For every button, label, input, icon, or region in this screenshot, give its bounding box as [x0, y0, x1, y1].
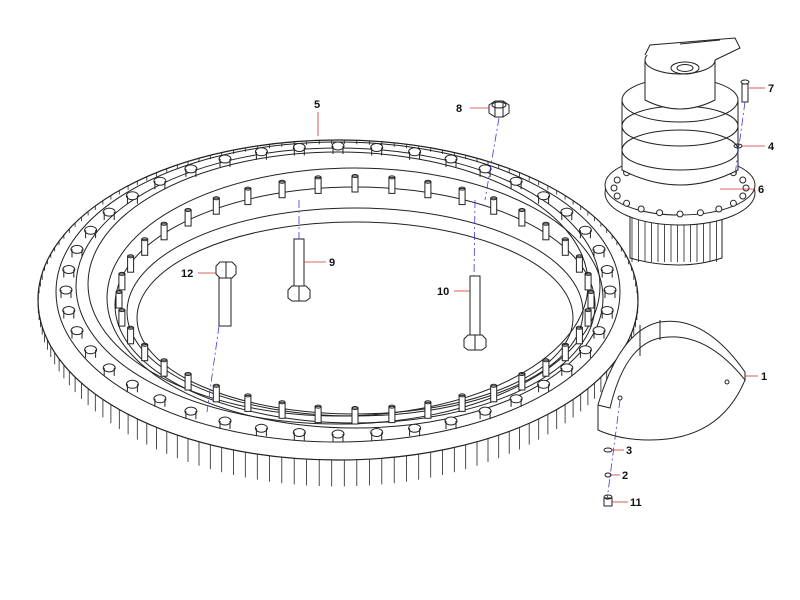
svg-text:8: 8	[456, 103, 462, 115]
callout-12: 12	[181, 268, 216, 280]
callout-8: 8	[456, 103, 489, 115]
svg-text:4: 4	[768, 141, 775, 153]
screw-11	[603, 494, 613, 507]
svg-text:2: 2	[622, 470, 628, 482]
callout-3: 3	[612, 445, 632, 457]
callout-5: 5	[314, 99, 320, 136]
nut	[488, 100, 510, 118]
stud-bolt-9	[287, 238, 311, 302]
svg-text:11: 11	[630, 497, 642, 509]
svg-text:6: 6	[758, 184, 764, 196]
washer-3	[603, 447, 613, 453]
svg-text:9: 9	[329, 257, 335, 269]
guard-plate	[597, 320, 746, 441]
callouts: 5 8 9 10 12 6 7 4	[181, 83, 775, 509]
svg-text:1: 1	[761, 371, 767, 383]
svg-text:3: 3	[626, 445, 632, 457]
callout-9: 9	[304, 257, 335, 269]
svg-text:10: 10	[437, 286, 449, 298]
callout-10: 10	[437, 286, 470, 298]
screw-7	[740, 79, 750, 103]
callout-1: 1	[745, 371, 767, 383]
callout-7: 7	[749, 83, 774, 95]
callout-6: 6	[720, 184, 764, 196]
svg-text:12: 12	[181, 268, 193, 280]
swing-drive	[604, 37, 756, 266]
stud-bolt-12	[215, 261, 237, 327]
callout-2: 2	[611, 470, 628, 482]
stud-bolt-10	[463, 275, 487, 351]
inner-studs	[115, 174, 595, 425]
outer-bolt-heads	[59, 141, 617, 442]
callout-11: 11	[612, 497, 642, 509]
slewing-ring	[37, 139, 639, 487]
svg-text:5: 5	[314, 99, 320, 111]
svg-text:7: 7	[768, 83, 774, 95]
callout-4: 4	[742, 141, 775, 153]
